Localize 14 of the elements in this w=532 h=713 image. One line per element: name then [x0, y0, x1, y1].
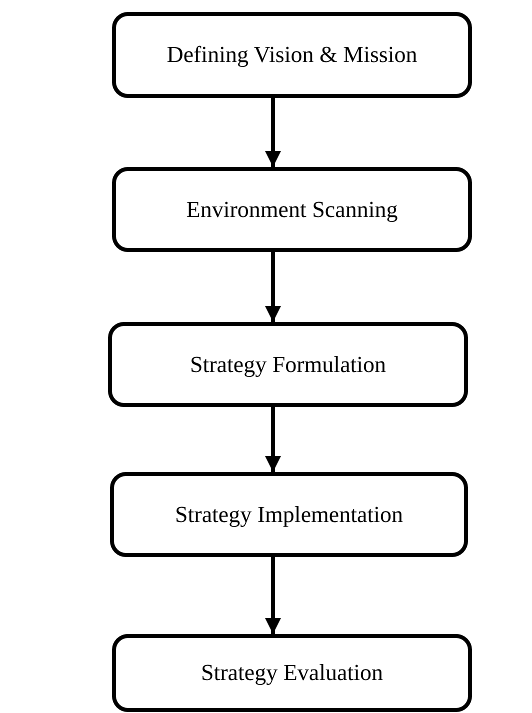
- arrow: [265, 407, 281, 472]
- process-box: [112, 12, 472, 98]
- step-label: Environment Scanning: [186, 196, 398, 222]
- process-box: [112, 634, 472, 712]
- step-label: Defining Vision & Mission: [166, 42, 418, 68]
- process-box: [112, 167, 472, 252]
- process-box: [108, 322, 468, 407]
- step-label: Strategy Evaluation: [200, 660, 384, 686]
- process-box: [110, 472, 468, 557]
- arrow: [265, 557, 281, 634]
- arrow: [265, 98, 281, 167]
- step-label: Strategy Implementation: [174, 502, 404, 528]
- arrow: [265, 252, 281, 322]
- step-label: Strategy Formulation: [190, 352, 386, 378]
